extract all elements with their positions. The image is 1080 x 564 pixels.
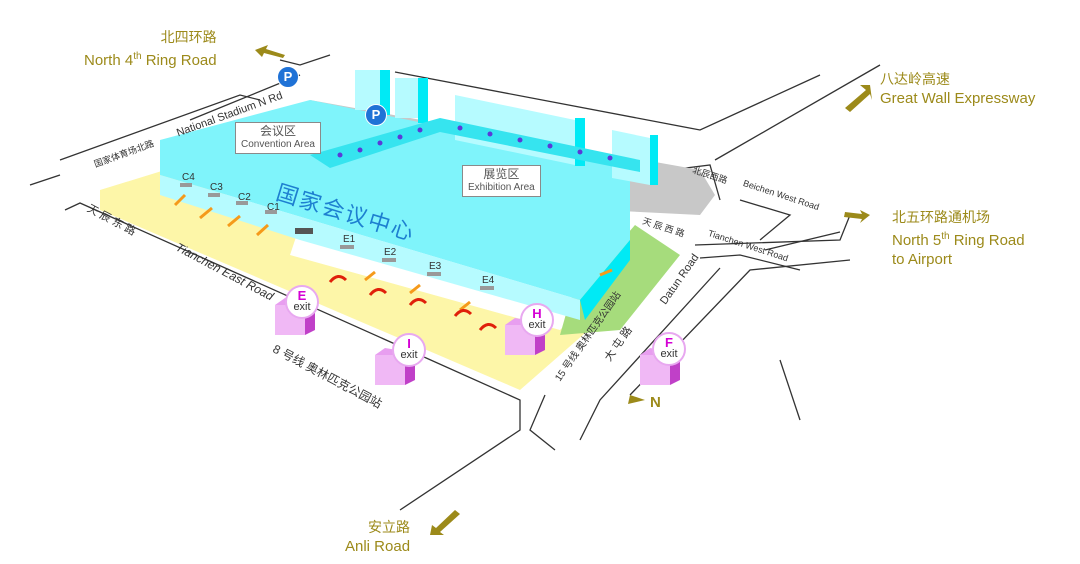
- exit-label: exit: [528, 319, 546, 331]
- dest-cn: 北四环路: [160, 29, 217, 45]
- road-lines: [29, 54, 881, 511]
- walkway-arrows: [337, 125, 613, 161]
- exit-letter: H: [532, 306, 542, 321]
- parking-icon[interactable]: P: [365, 104, 387, 126]
- entry-arrows: [173, 193, 613, 312]
- exit-letter: E: [297, 288, 307, 303]
- gate-c4: C4: [182, 172, 195, 183]
- dest-en: North 4th Ring Road: [84, 51, 217, 69]
- building-side: [580, 240, 630, 320]
- exit-label: exit: [293, 301, 311, 313]
- gate-c1: C1: [267, 202, 280, 213]
- exit-label: exit: [660, 348, 678, 360]
- gate-e1: E1: [343, 234, 356, 245]
- dest-north-5th-ring: 北五环路通机场 North 5th Ring Road to Airport: [892, 208, 1025, 269]
- exit-arrows: [328, 275, 498, 331]
- dest-cn: 八达岭高速: [880, 71, 950, 87]
- exit-letter: I: [407, 336, 411, 351]
- compass-north-label: N: [650, 394, 661, 411]
- dest-en: North 5th Ring Road: [892, 231, 1025, 249]
- gate-e2: E2: [384, 247, 397, 258]
- zone-cn: 会议区: [259, 124, 296, 138]
- gate-e4: E4: [482, 275, 495, 286]
- zone-en: Convention Area: [241, 139, 315, 150]
- callout-exhibition-area: 展览区 Exhibition Area: [462, 165, 541, 197]
- exit-label: exit: [400, 349, 418, 361]
- walkway: [310, 118, 640, 172]
- dest-en: Great Wall Expressway: [880, 90, 1036, 107]
- dest-cn: 安立路: [368, 519, 411, 535]
- dest-great-wall-expressway: 八达岭高速 Great Wall Expressway: [880, 70, 1035, 108]
- dest-en-2: to Airport: [892, 251, 953, 268]
- dest-en: Anli Road: [345, 538, 411, 555]
- dest-north-4th-ring: 北四环路 North 4th Ring Road: [84, 28, 217, 70]
- gate-c3: C3: [210, 182, 223, 193]
- zone-en: Exhibition Area: [468, 182, 535, 193]
- parking-icon[interactable]: P: [277, 66, 299, 88]
- exit-letter: F: [665, 335, 673, 350]
- gate-markers: [180, 183, 494, 290]
- gate-e3: E3: [429, 261, 442, 272]
- dest-cn: 北五环路通机场: [892, 209, 990, 225]
- zone-cn: 展览区: [483, 167, 520, 181]
- dest-anli-road: 安立路 Anli Road: [345, 518, 410, 556]
- direction-arrows: [255, 45, 872, 535]
- callout-convention-area: 会议区 Convention Area: [235, 122, 321, 154]
- gate-c2: C2: [238, 192, 251, 203]
